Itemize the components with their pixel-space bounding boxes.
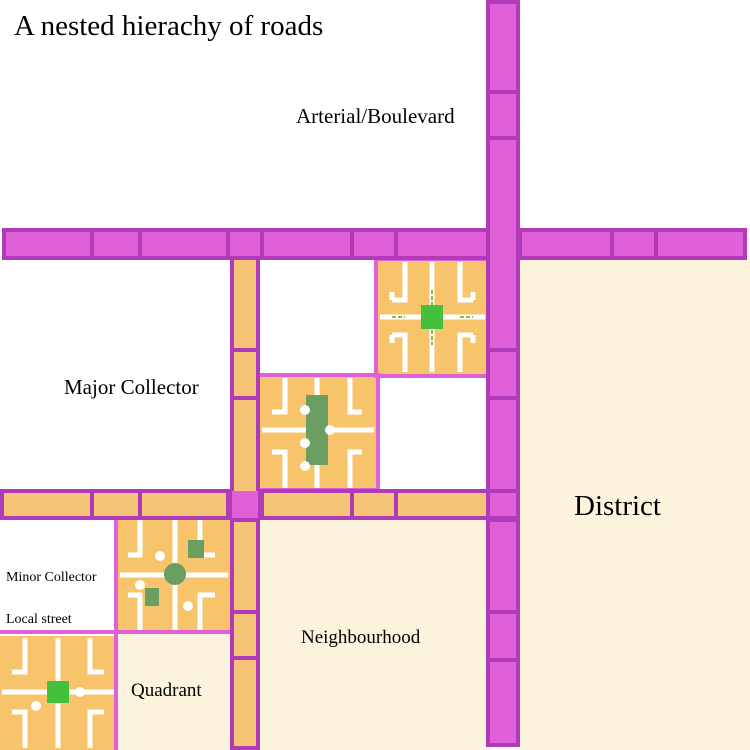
quadrant-block-top-right: [377, 259, 488, 376]
arterial-label: Arterial/Boulevard: [296, 104, 455, 128]
quadrant-label: Quadrant: [131, 680, 202, 701]
quadrant-area: [118, 633, 232, 750]
diagram-title: A nested hierachy of roads: [14, 10, 324, 42]
quadrant-block-middle: [258, 376, 376, 490]
major-collector-label: Major Collector: [64, 375, 199, 399]
district-area: [519, 258, 750, 750]
arterial-horizontal: [2, 228, 747, 260]
quadrant-block-lower-left: [118, 518, 230, 632]
local-street-label: Local street: [6, 612, 72, 627]
arterial-vertical: [486, 0, 520, 747]
quadrant-block-bottom-left: [0, 636, 116, 750]
neighbourhood-area: [258, 518, 490, 750]
neighbourhood-label: Neighbourhood: [301, 627, 421, 648]
major-collector-vertical: [230, 256, 260, 750]
district-label: District: [574, 490, 661, 522]
minor-collector-label: Minor Collector: [6, 570, 97, 585]
intersection-arterial-collector: [486, 489, 520, 520]
